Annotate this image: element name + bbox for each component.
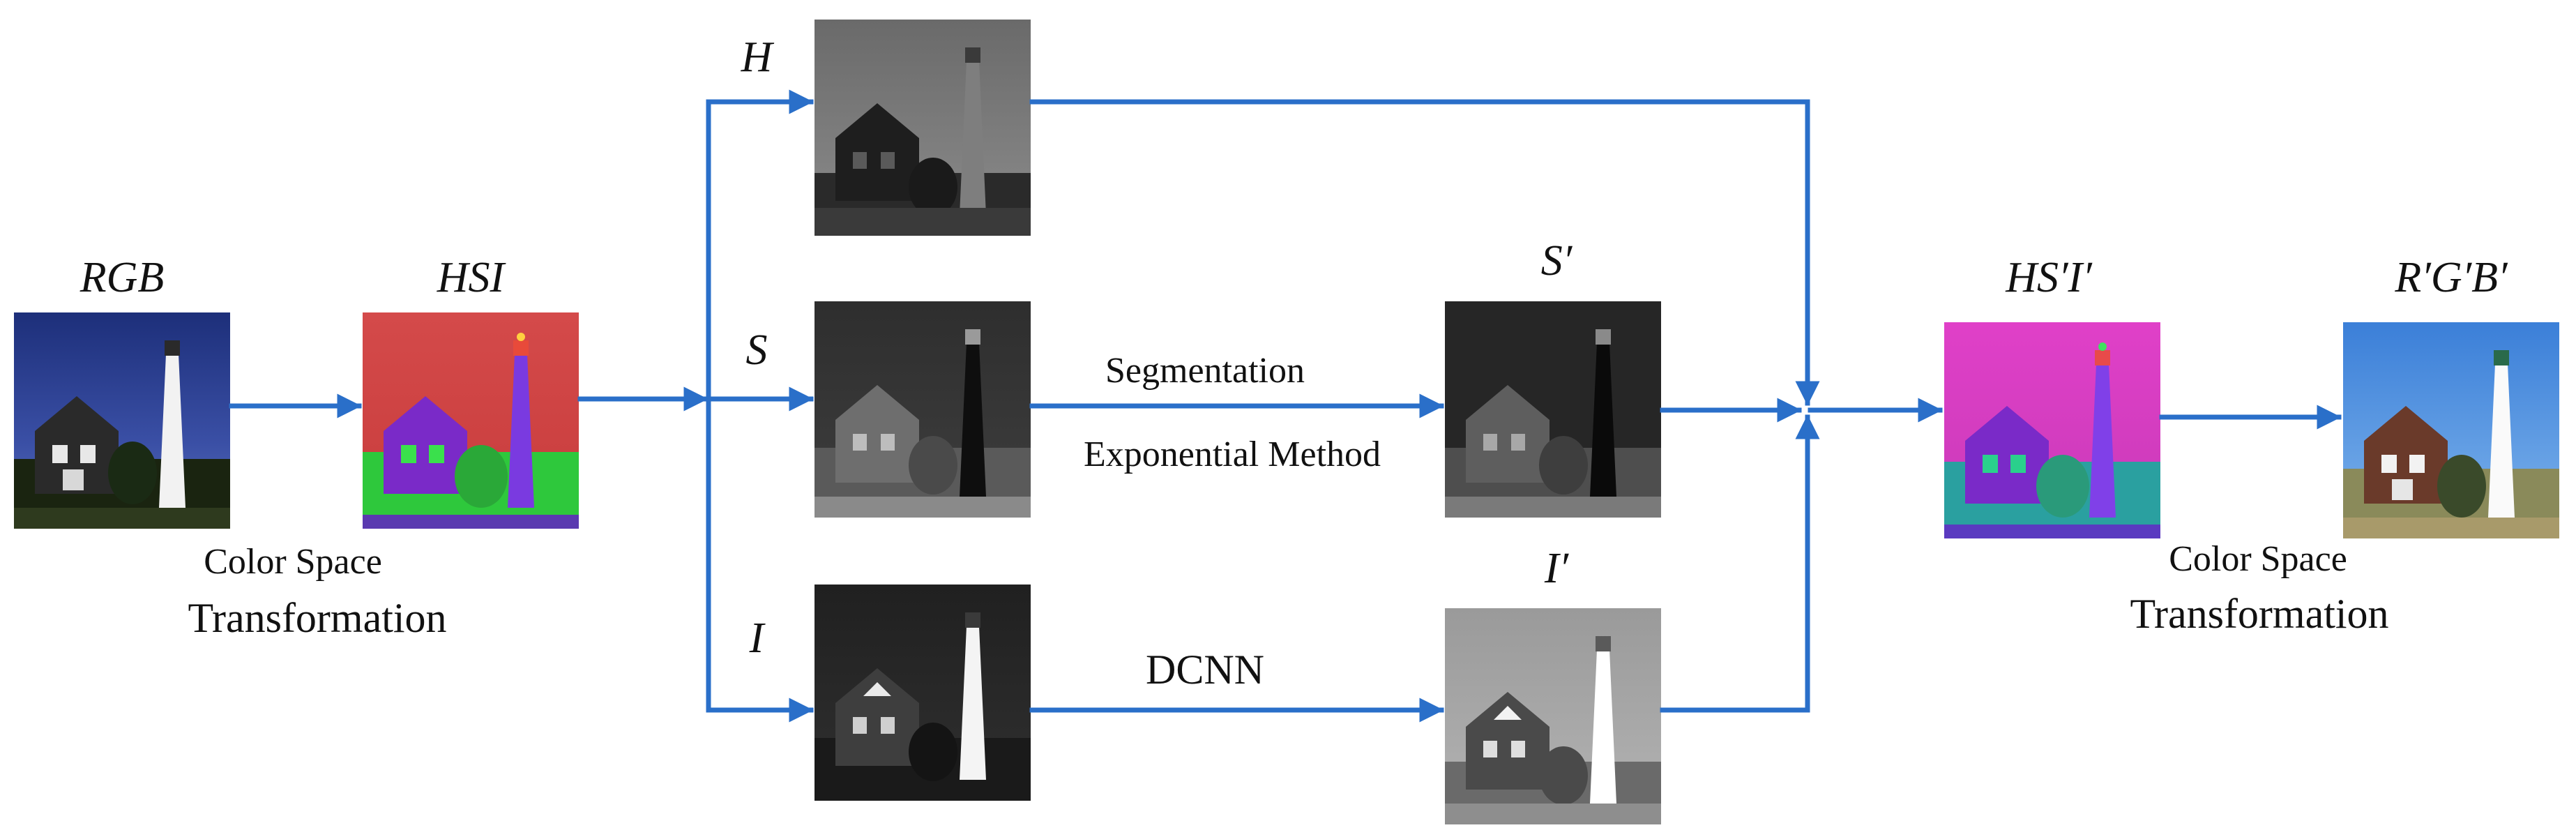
caption-transformation-left: Transformation [188, 595, 446, 641]
lighthouse-photo-h-channel [815, 20, 1031, 236]
lighthouse-photo-i-channel [815, 585, 1031, 801]
label-hsi: HSI [437, 254, 507, 301]
caption-color-space-right: Color Space [2169, 539, 2347, 579]
label-i-prime: I′ [1544, 545, 1570, 592]
caption-color-space-left: Color Space [204, 542, 382, 582]
lighthouse-photo-i-enhanced [1445, 608, 1661, 824]
lighthouse-photo-s-channel [815, 301, 1031, 518]
label-rgb: RGB [79, 254, 165, 301]
lighthouse-photo-rgb [14, 312, 230, 529]
caption-transformation-right: Transformation [2130, 591, 2388, 637]
caption-exponential-method: Exponential Method [1084, 435, 1381, 474]
caption-dcnn: DCNN [1146, 647, 1264, 693]
lighthouse-photo-hsi [363, 312, 579, 529]
arrow-i-prime-to-merge [1660, 414, 1820, 713]
label-rgb-prime: R′G′B′ [2394, 254, 2508, 301]
lighthouse-photo-hsi-enhanced [1944, 322, 2160, 538]
flow-arrows [229, 89, 2342, 723]
label-s: S [746, 326, 768, 374]
lighthouse-photo-s-enhanced [1445, 301, 1661, 518]
lighthouse-photo-rgb-enhanced [2343, 322, 2559, 538]
label-hsi-prime: HS′I′ [2005, 254, 2093, 301]
caption-segmentation: Segmentation [1105, 351, 1305, 391]
label-h: H [741, 33, 775, 81]
label-s-prime: S′ [1541, 237, 1573, 285]
arrow-h-to-merge [1029, 99, 1820, 406]
label-i: I [749, 614, 766, 662]
